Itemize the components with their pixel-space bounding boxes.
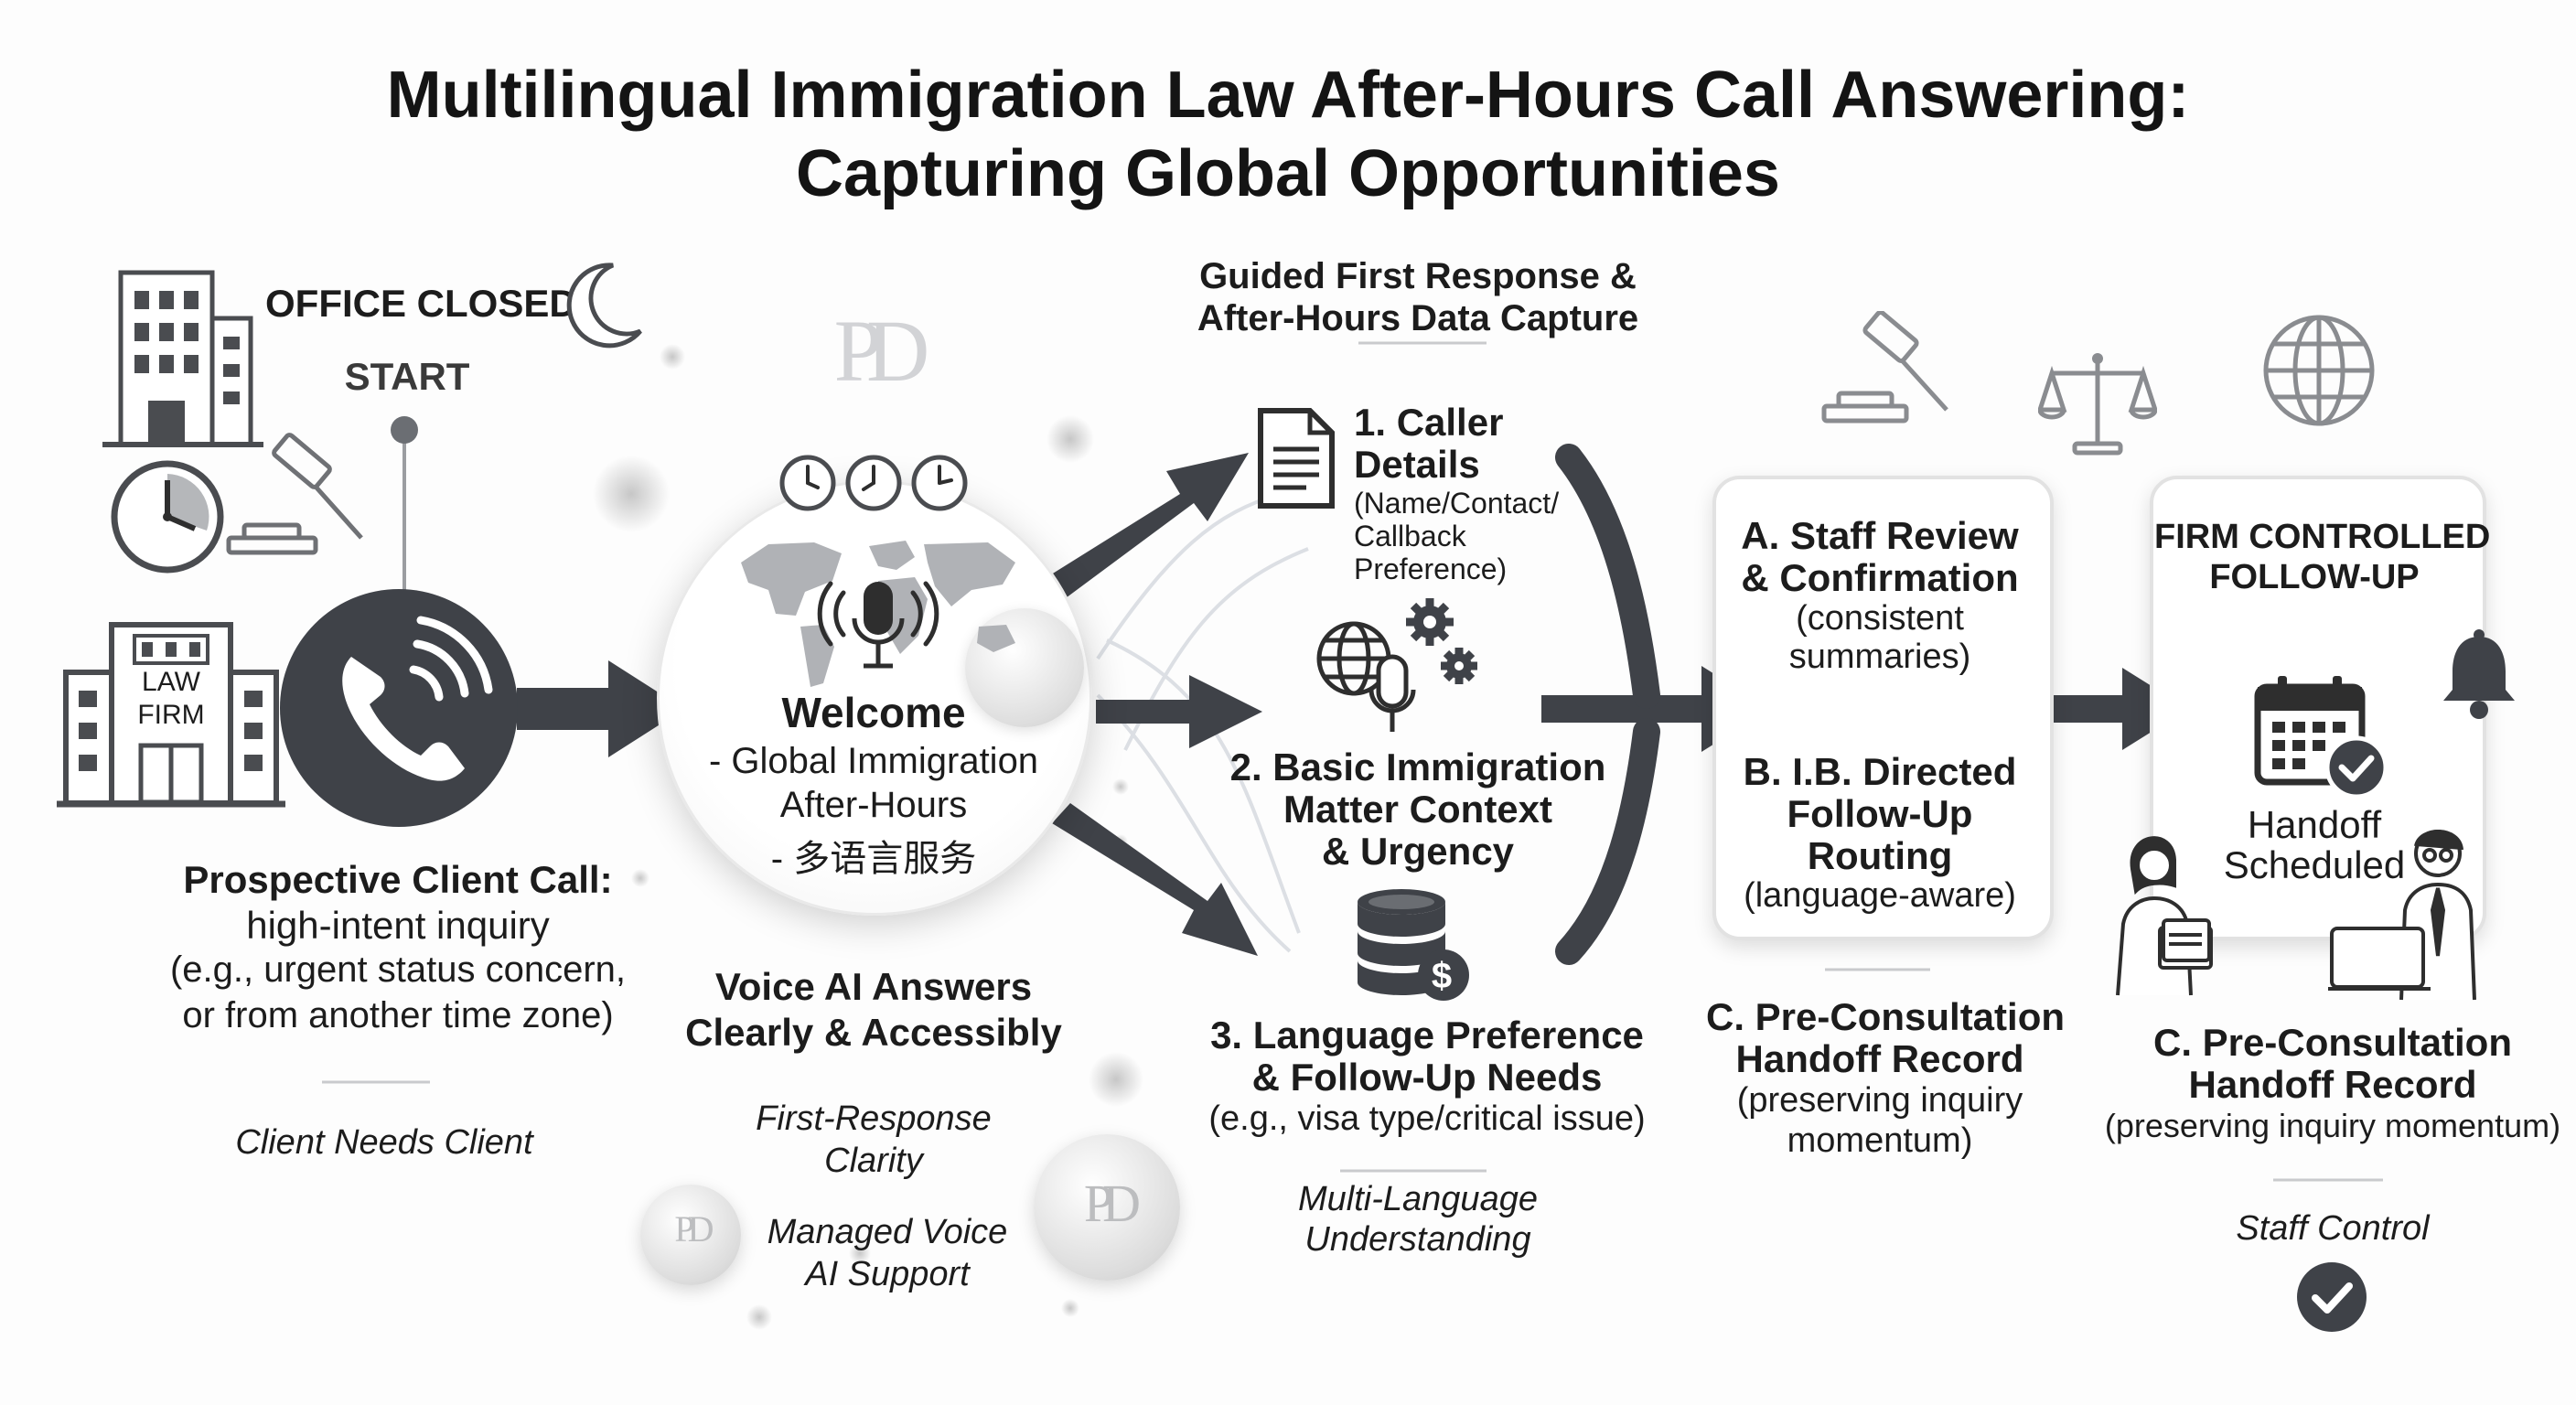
review-a-desc-line-1: (consistent bbox=[1796, 599, 1964, 638]
call-desc-line-1: high-intent inquiry bbox=[246, 904, 550, 947]
review-c-title-line-1: C. Pre-Consultation bbox=[1706, 995, 2066, 1038]
law-firm-sign-line-2: FIRM bbox=[137, 700, 205, 730]
office-closed-label: OFFICE CLOSED bbox=[265, 282, 577, 325]
law-firm-sign: LAW FIRM bbox=[112, 666, 231, 732]
welcome-title: Welcome bbox=[781, 689, 966, 736]
welcome-caption-line-1: Voice AI Answers bbox=[714, 965, 1033, 1008]
welcome-line-1: - Global Immigration bbox=[708, 741, 1039, 781]
moon-icon bbox=[566, 263, 642, 349]
item1-title-line-2: Details bbox=[1354, 443, 1480, 486]
start-dot bbox=[391, 416, 418, 444]
item2-title-line-3: & Urgency bbox=[1321, 830, 1515, 873]
logo-orb-large bbox=[1034, 1134, 1180, 1281]
review-c-desc-line-2: momentum) bbox=[1787, 1121, 1973, 1160]
welcome-line-3: - 多语言服务 bbox=[770, 839, 977, 879]
review-a-title-line-2: & Confirmation bbox=[1741, 556, 2019, 599]
logo-orb-small bbox=[640, 1185, 741, 1285]
handoff-line-2: Scheduled bbox=[2223, 843, 2406, 886]
item3-title-line-1: 3. Language Preference bbox=[1210, 1014, 1644, 1056]
review-b-title-line-3: Routing bbox=[1807, 834, 1953, 877]
review-card bbox=[1712, 476, 2054, 940]
phone-call-icon bbox=[280, 589, 518, 827]
call-title: Prospective Client Call: bbox=[183, 858, 613, 901]
title-line-2: Capturing Global Opportunities bbox=[796, 137, 1780, 210]
review-c-desc-line-1: (preserving inquiry bbox=[1736, 1081, 2023, 1120]
law-firm-building-icon bbox=[57, 622, 285, 808]
welcome-sub1-line-2: Clarity bbox=[824, 1142, 923, 1180]
capture-header-line-2: After-Hours Data Capture bbox=[1197, 298, 1639, 338]
review-a-desc-line-2: summaries) bbox=[1788, 638, 1971, 676]
law-firm-sign-line-1: LAW bbox=[142, 667, 200, 697]
microphone-icon bbox=[817, 581, 939, 669]
calendar-check-icon bbox=[2254, 676, 2388, 799]
review-b-title-line-1: B. I.B. Directed bbox=[1743, 750, 2017, 793]
welcome-sub2-line-2: AI Support bbox=[805, 1255, 970, 1293]
handoff-line-1: Handoff bbox=[2247, 803, 2382, 846]
checkmark-icon bbox=[2297, 1262, 2367, 1332]
man-with-laptop-icon bbox=[2328, 830, 2476, 1001]
review-b-desc: (language-aware) bbox=[1744, 876, 2016, 915]
world-clocks-icon bbox=[779, 455, 968, 511]
welcome-sub1-line-1: First-Response bbox=[756, 1099, 992, 1138]
item2-title-line-2: Matter Context bbox=[1283, 788, 1553, 831]
review-a-title-line-1: A. Staff Review bbox=[1741, 514, 2019, 557]
title-line-1: Multilingual Immigration Law After-Hours… bbox=[386, 59, 2190, 132]
welcome-caption-line-2: Clearly & Accessibly bbox=[685, 1011, 1062, 1054]
bell-icon bbox=[2443, 629, 2515, 719]
item1-title-line-1: 1. Caller bbox=[1354, 401, 1504, 444]
scales-of-justice-icon bbox=[2038, 353, 2157, 456]
item1-desc-line-3: Preference) bbox=[1354, 552, 1508, 585]
globe-icon bbox=[2263, 315, 2375, 426]
item1-desc-line-2: Callback bbox=[1354, 520, 1466, 552]
welcome-line-2: After-Hours bbox=[779, 785, 968, 825]
dollar-sign: $ bbox=[1431, 956, 1453, 996]
followup-c-desc: (preserving inquiry momentum) bbox=[2104, 1107, 2561, 1144]
item2-title-line-1: 2. Basic Immigration bbox=[1229, 745, 1606, 788]
gavel-review-icon bbox=[1821, 311, 1948, 424]
woman-with-folders-icon bbox=[2116, 836, 2213, 996]
merge-brace bbox=[1555, 444, 1660, 965]
logo-mark-large: PD bbox=[1083, 1174, 1141, 1233]
logo-mark-small: PD bbox=[674, 1208, 714, 1249]
capture-header-line-1: Guided First Response & bbox=[1199, 256, 1637, 296]
office-building-icon bbox=[102, 270, 263, 447]
globe-gears-icon bbox=[1316, 598, 1477, 732]
database-icon bbox=[1358, 889, 1469, 1001]
call-desc-line-3: or from another time zone) bbox=[182, 995, 614, 1035]
start-footer: Client Needs Client bbox=[235, 1123, 533, 1162]
review-c-title-line-2: Handoff Record bbox=[1735, 1037, 2024, 1080]
capture-footer-line-1: Multi-Language bbox=[1298, 1180, 1538, 1218]
start-label: START bbox=[344, 355, 470, 398]
item3-title-line-2: & Follow-Up Needs bbox=[1251, 1056, 1603, 1099]
review-b-title-line-2: Follow-Up bbox=[1787, 792, 1973, 835]
staff-control-label: Staff Control bbox=[2236, 1209, 2430, 1248]
followup-header-line-1: FIRM CONTROLLED bbox=[2154, 518, 2491, 556]
followup-c-title-line-2: Handoff Record bbox=[2188, 1063, 2477, 1106]
gavel-icon bbox=[226, 433, 363, 555]
welcome-sub2-line-1: Managed Voice bbox=[767, 1213, 1008, 1251]
followup-header-line-2: FOLLOW-UP bbox=[2209, 558, 2420, 596]
document-icon bbox=[1258, 408, 1335, 509]
call-desc-line-2: (e.g., urgent status concern, bbox=[169, 949, 627, 990]
item3-desc: (e.g., visa type/critical issue) bbox=[1208, 1099, 1646, 1138]
item1-desc-line-1: (Name/Contact/ bbox=[1354, 487, 1560, 520]
followup-c-title-line-1: C. Pre-Consultation bbox=[2152, 1021, 2512, 1064]
clock-icon bbox=[111, 460, 224, 574]
logo-watermark: PD bbox=[833, 302, 930, 400]
capture-footer-line-2: Understanding bbox=[1304, 1220, 1531, 1259]
